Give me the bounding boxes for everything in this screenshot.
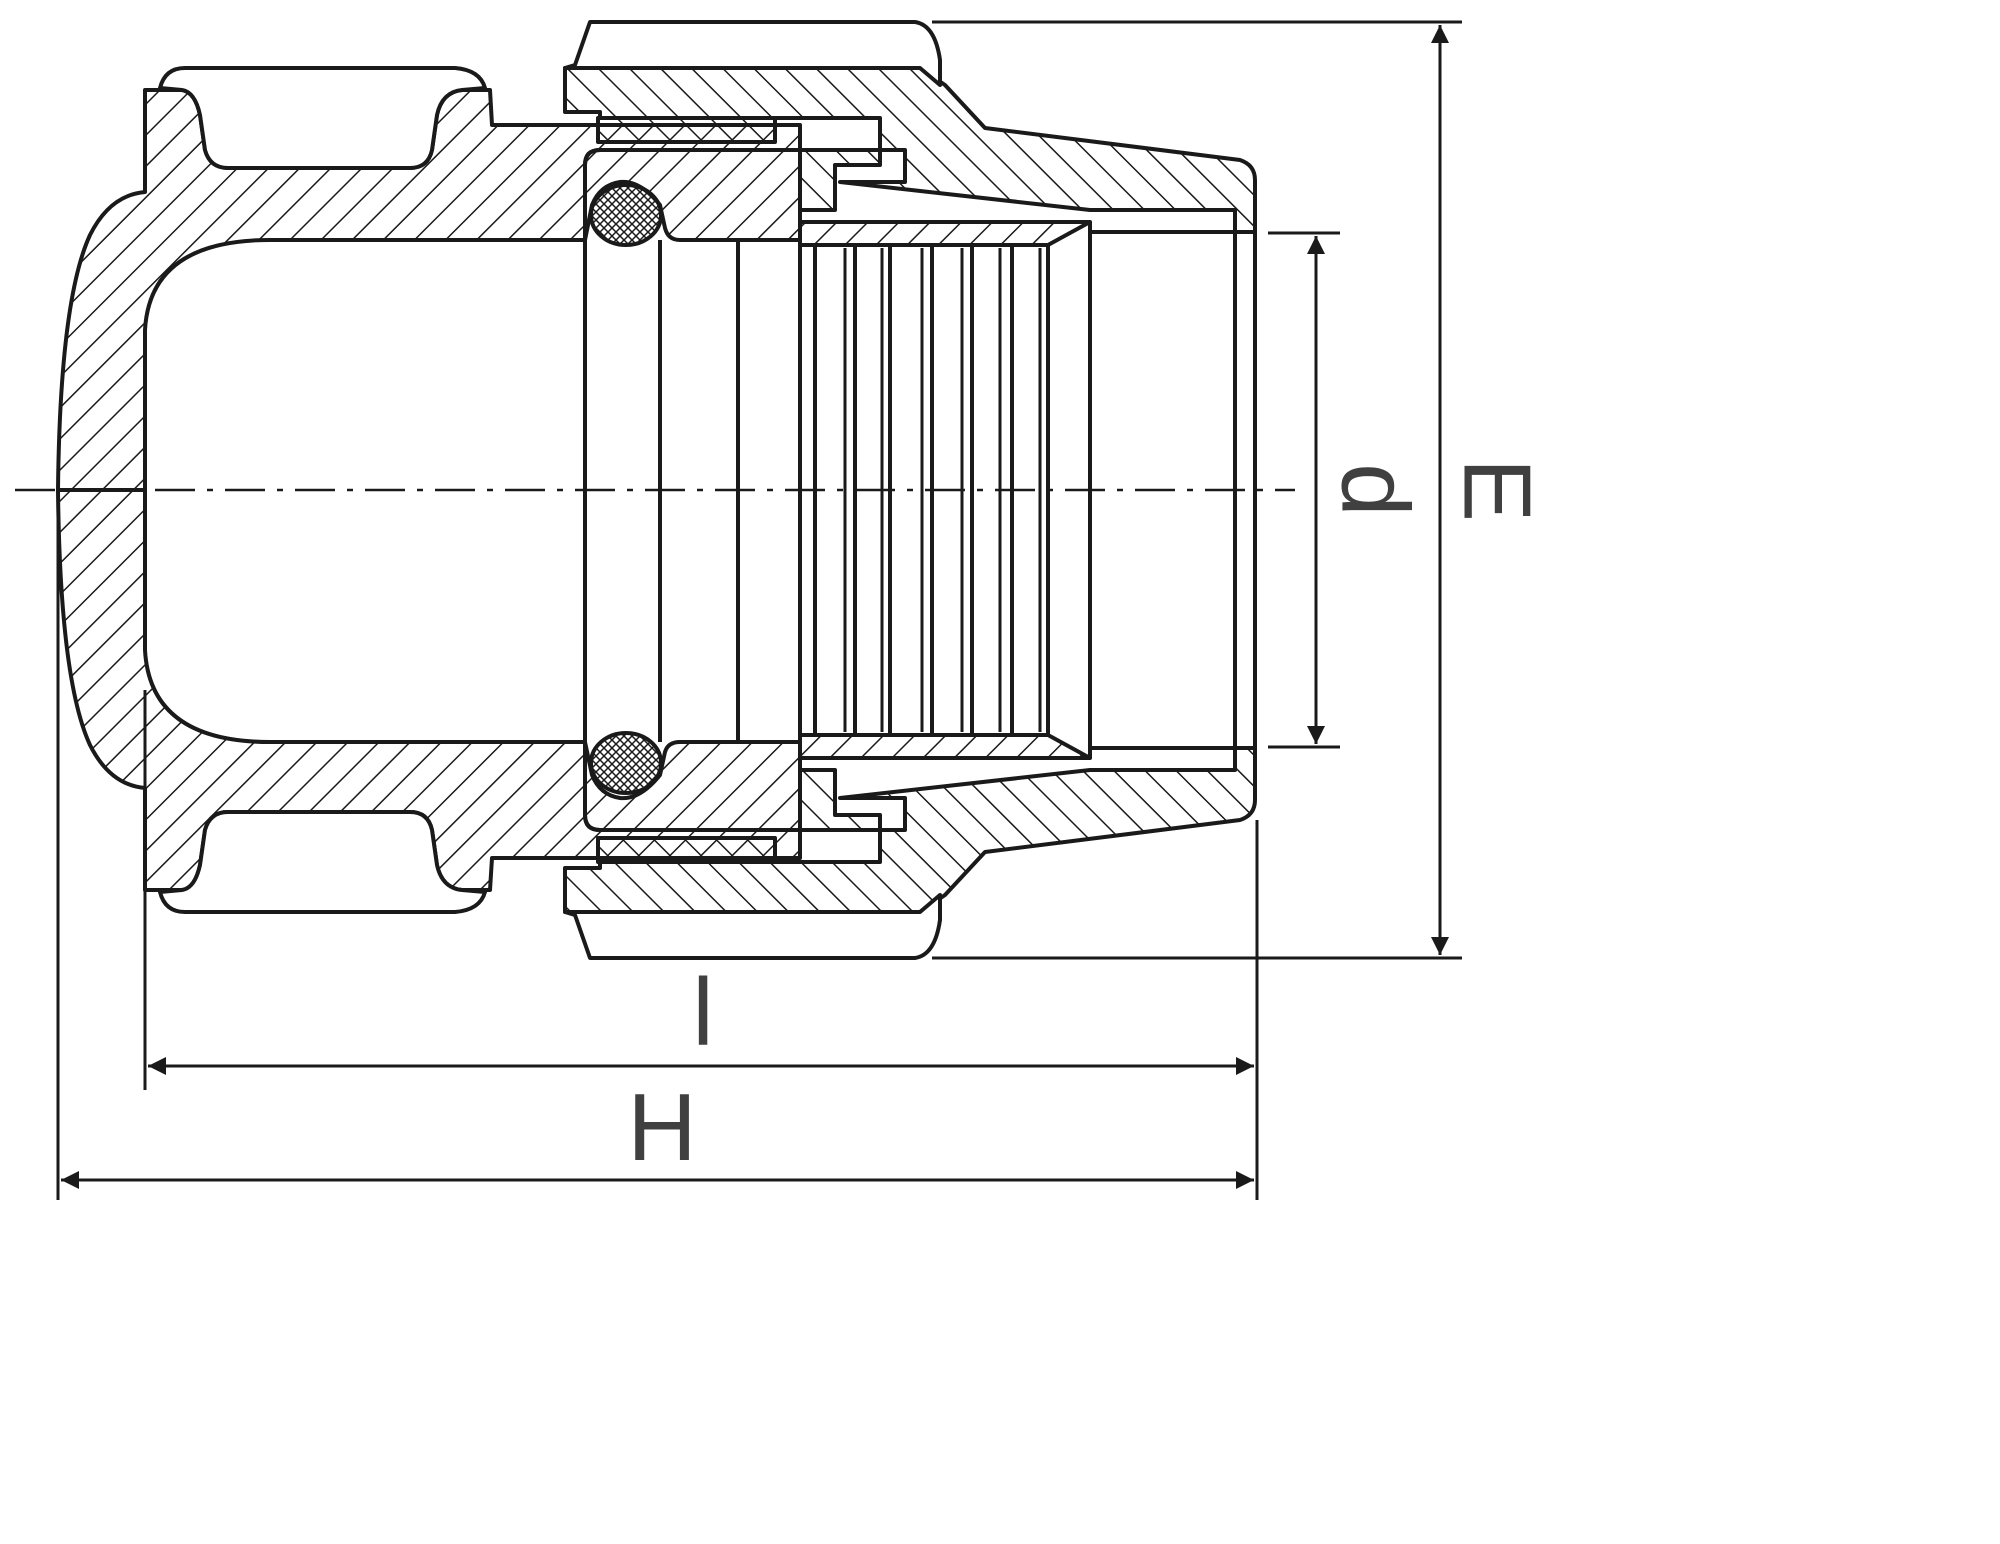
sleeve-lower <box>583 740 802 832</box>
sleeve-upper <box>583 148 802 242</box>
dimension-h <box>56 495 1254 1200</box>
label-h: H <box>627 1074 696 1181</box>
o-ring-lower <box>589 731 663 795</box>
o-ring-upper <box>589 183 663 247</box>
label-e: E <box>1444 458 1544 522</box>
dimension-e <box>932 20 1462 960</box>
nut-upper <box>563 20 1257 234</box>
fitting-section-drawing: d E l H <box>15 20 1544 1200</box>
dimension-d <box>1268 231 1340 749</box>
label-d: d <box>1322 463 1429 516</box>
dimension-l <box>143 690 1259 1200</box>
drawing-stage: d E l H <box>15 20 1544 1200</box>
nut-lower <box>563 746 1257 960</box>
label-l: l <box>692 959 713 1066</box>
